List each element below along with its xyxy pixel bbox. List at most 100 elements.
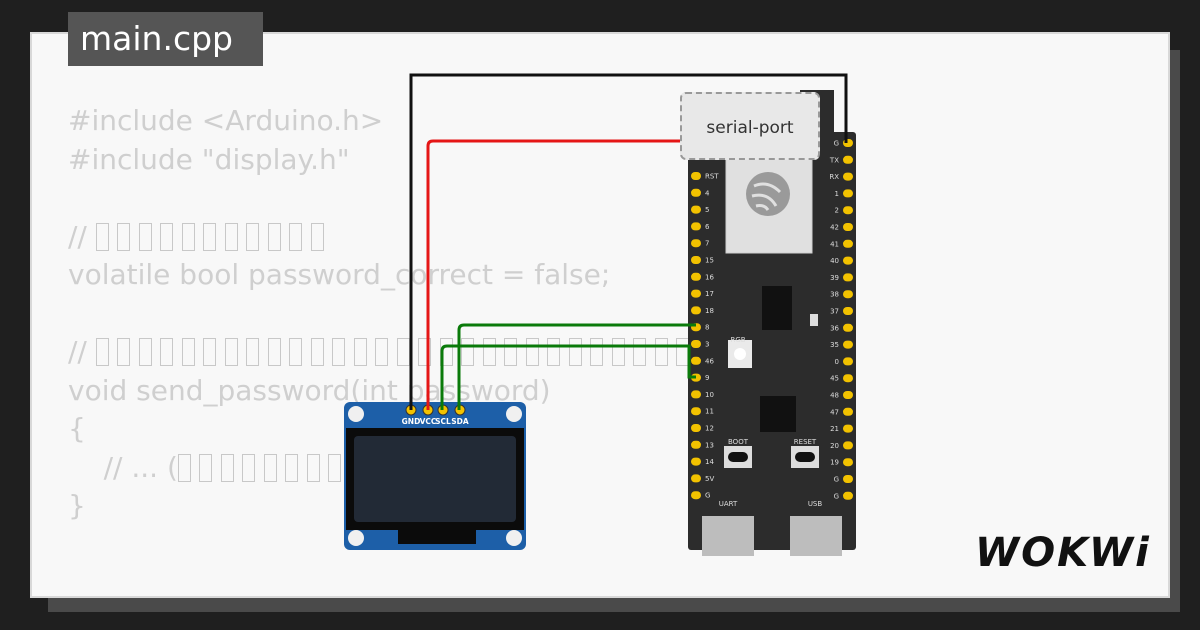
- esp-pin-label: 9: [705, 374, 709, 382]
- esp-pin-left[interactable]: [691, 491, 701, 500]
- esp-pin-right[interactable]: [843, 223, 853, 231]
- esp-pin-right[interactable]: [843, 239, 853, 248]
- wire-gnd[interactable]: [409, 73, 848, 410]
- missing-glyph-icon: [160, 222, 174, 251]
- esp-pin-label: 18: [705, 307, 714, 315]
- esp-pin-label: 2: [835, 207, 839, 215]
- esp-pin-label: G: [834, 492, 839, 500]
- esp-pin-right[interactable]: [843, 189, 853, 198]
- missing-glyph-icon: [117, 222, 131, 251]
- esp-pin-left[interactable]: [691, 272, 701, 281]
- wire-vcc[interactable]: [426, 139, 696, 410]
- usb-port: [790, 516, 842, 556]
- missing-glyph-icon: [181, 338, 195, 366]
- esp-pin-right[interactable]: [843, 424, 853, 433]
- missing-glyph-icon: [310, 222, 324, 251]
- esp-pin-label: 16: [705, 273, 714, 281]
- missing-glyph-icon: [267, 338, 281, 366]
- esp-pin-right[interactable]: [843, 458, 853, 467]
- uart-label: UART: [719, 500, 738, 508]
- esp-pin-label: 7: [705, 240, 709, 248]
- missing-glyph-icon: [375, 338, 389, 366]
- esp-pin-label: 48: [830, 392, 839, 400]
- missing-glyph-icon: [482, 338, 496, 366]
- esp-pin-left[interactable]: [691, 289, 701, 298]
- code-text: {: [68, 412, 86, 445]
- esp-pin-right[interactable]: [843, 206, 853, 215]
- esp-pin-left[interactable]: [691, 306, 701, 315]
- oled-screen: [354, 436, 516, 522]
- esp-pin-label: 5V: [705, 475, 714, 483]
- esp-pin-label: 6: [705, 223, 710, 231]
- esp32-chip: [762, 286, 792, 330]
- esp-pin-label: 4: [705, 189, 710, 197]
- esp-pin-label: 8: [705, 324, 709, 332]
- oled-mount-hole: [506, 406, 522, 422]
- missing-glyph-icon: [418, 338, 432, 366]
- wire-sda[interactable]: [457, 323, 696, 410]
- code-text: //: [68, 335, 96, 368]
- esp-pin-label: 14: [705, 458, 714, 466]
- esp-pin-right[interactable]: [843, 256, 853, 265]
- missing-glyph-icon: [203, 222, 217, 251]
- esp-pin-left[interactable]: [691, 256, 701, 264]
- esp-pin-left[interactable]: [691, 205, 701, 214]
- esp-pin-left[interactable]: [691, 356, 701, 365]
- esp-pin-label: 21: [830, 425, 839, 433]
- esp-pin-label: 41: [830, 240, 839, 248]
- esp-pin-right[interactable]: [843, 441, 853, 450]
- esp-pin-right[interactable]: [843, 491, 853, 500]
- esp-pin-right[interactable]: [843, 357, 853, 366]
- missing-glyph-icon: [160, 338, 174, 366]
- esp-pin-left[interactable]: [691, 457, 701, 466]
- code-text: volatile bool password_correct = false;: [68, 258, 611, 291]
- missing-glyph-icon: [95, 338, 109, 366]
- esp-pin-left[interactable]: [691, 390, 701, 399]
- usb-label: USB: [808, 500, 823, 508]
- esp-pin-left[interactable]: [691, 222, 701, 231]
- esp32-s3-board[interactable]: RGB BOOT RESET UART USB RST4567151617188…: [688, 90, 856, 556]
- wire-scl[interactable]: [440, 344, 696, 410]
- esp-pin-right[interactable]: [843, 155, 853, 164]
- usb-chip: [760, 396, 796, 432]
- oled-pin-label: SDA: [451, 417, 469, 426]
- code-line: // ... (: [68, 449, 698, 488]
- rgb-led-lens: [734, 348, 746, 360]
- esp-pin-right[interactable]: [843, 323, 853, 332]
- esp-pin-label: 10: [705, 391, 714, 399]
- esp-pin-left[interactable]: [691, 340, 701, 348]
- esp-pin-label: 13: [705, 441, 714, 449]
- esp-pin-left[interactable]: [691, 474, 701, 483]
- missing-glyph-icon: [525, 338, 539, 366]
- esp-pin-left[interactable]: [691, 239, 701, 248]
- esp-pin-label: TX: [829, 156, 839, 164]
- esp-pin-label: RST: [705, 173, 719, 181]
- esp-pin-right[interactable]: [843, 290, 853, 299]
- esp-pin-right[interactable]: [843, 374, 853, 383]
- esp-pin-right[interactable]: [843, 391, 853, 399]
- esp-pin-left[interactable]: [691, 424, 701, 432]
- reset-label: RESET: [794, 438, 817, 446]
- esp-pin-label: 5: [705, 206, 709, 214]
- esp-pin-left[interactable]: [691, 188, 701, 197]
- esp-pin-label: 1: [835, 190, 839, 198]
- esp-pin-left[interactable]: [691, 440, 701, 449]
- rgb-label: RGB: [730, 336, 745, 344]
- esp-pin-right[interactable]: [843, 172, 853, 181]
- esp-pin-right[interactable]: [843, 307, 853, 315]
- esp-pin-right[interactable]: [843, 340, 853, 349]
- esp-pin-left[interactable]: [691, 172, 701, 180]
- serial-port-part[interactable]: serial-port: [680, 92, 820, 160]
- esp-pin-right[interactable]: [843, 407, 853, 416]
- oled-pin-label: GND: [402, 417, 421, 426]
- esp-pin-right[interactable]: [843, 273, 853, 282]
- esp-pin-right[interactable]: [843, 475, 853, 483]
- esp-pin-label: 19: [830, 459, 839, 467]
- missing-glyph-icon: [590, 338, 604, 366]
- esp-pin-left[interactable]: [691, 407, 701, 416]
- missing-glyph-icon: [138, 338, 152, 366]
- file-tab-main-cpp[interactable]: main.cpp: [68, 12, 263, 66]
- esp-pin-label: 17: [705, 290, 714, 298]
